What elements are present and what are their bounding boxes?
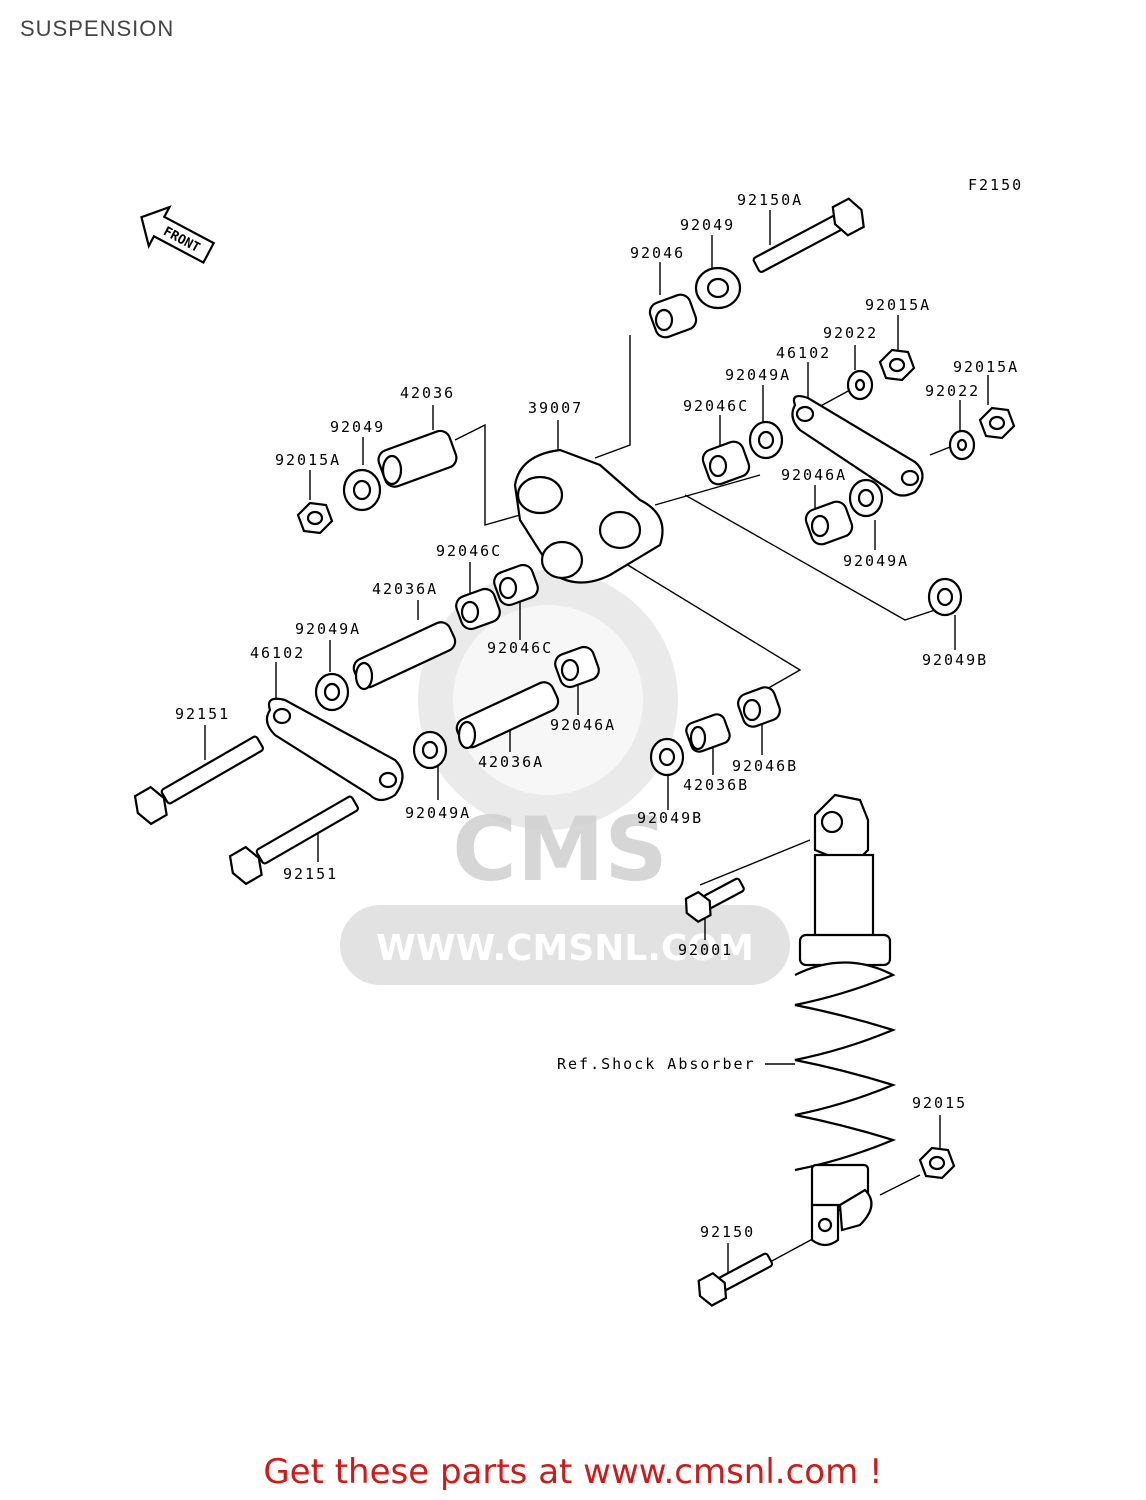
sleeve-42036A-1 xyxy=(352,621,457,691)
label-92046A-r: 92046A xyxy=(781,466,847,484)
watermark-brand: CMS xyxy=(452,798,668,901)
rocker-arm-39007 xyxy=(513,448,664,584)
sleeve-42036B xyxy=(685,713,731,753)
sleeve-42036 xyxy=(377,429,458,488)
label-92049-top: 92049 xyxy=(680,216,735,234)
bearing-92046C-r xyxy=(701,440,751,486)
page-title: SUSPENSION xyxy=(20,16,175,41)
bearing-92046B xyxy=(737,686,781,728)
label-92015: 92015 xyxy=(912,1094,967,1112)
bolt-92151-1 xyxy=(133,735,264,826)
nut-92015A-l xyxy=(296,501,334,535)
bearing-92046-top xyxy=(648,293,698,339)
label-92049A-l2: 92049A xyxy=(405,804,471,822)
part-labels: 92150A 92049 92046 92015A 92022 46102 92… xyxy=(175,191,1019,1241)
front-direction-arrow: FRONT xyxy=(140,205,216,265)
label-39007: 39007 xyxy=(528,399,583,417)
sleeve-42036A-2 xyxy=(455,681,560,750)
shock-absorber xyxy=(794,793,897,1247)
bearing-92046C-c1 xyxy=(455,587,501,631)
label-92022-r2: 92022 xyxy=(925,382,980,400)
label-46102-r: 46102 xyxy=(776,344,831,362)
label-42036: 42036 xyxy=(400,384,455,402)
bearing-92046A-r xyxy=(804,500,854,546)
label-46102-l: 46102 xyxy=(250,644,305,662)
label-92049B-r: 92049B xyxy=(922,651,988,669)
label-92046C-c1: 92046C xyxy=(436,542,502,560)
label-92046C-r: 92046C xyxy=(683,397,749,415)
washer-92049A-r2 xyxy=(848,478,884,518)
washer-92049B-b xyxy=(649,737,685,777)
bolt-92150 xyxy=(697,1252,774,1307)
nut-92015A-r1 xyxy=(878,348,916,382)
leader-lines xyxy=(204,210,989,1275)
label-92046B: 92046B xyxy=(732,757,798,775)
label-92015A-r2: 92015A xyxy=(953,358,1019,376)
label-92049A-r2: 92049A xyxy=(843,552,909,570)
label-92046C-c2: 92046C xyxy=(487,639,553,657)
nut-92015A-r2 xyxy=(978,406,1016,440)
label-42036B: 42036B xyxy=(683,776,749,794)
bolt-92001 xyxy=(684,877,745,923)
washer-92022-r2 xyxy=(948,429,976,461)
washer-92049B-r xyxy=(927,577,963,617)
label-92001: 92001 xyxy=(678,941,733,959)
label-92022-r1: 92022 xyxy=(823,324,878,342)
bolt-92151-2 xyxy=(228,795,359,886)
link-plate-46102-l xyxy=(265,697,404,802)
suspension-exploded-diagram: CMS WWW.CMSNL.COM F2150 FRONT xyxy=(133,176,1023,1307)
label-92151-1: 92151 xyxy=(175,705,230,723)
washer-92022-r1 xyxy=(846,369,874,401)
label-92015A-r1: 92015A xyxy=(865,296,931,314)
label-92049A-r1: 92049A xyxy=(725,366,791,384)
washer-92049A-l2 xyxy=(412,730,448,770)
watermark-url: WWW.CMSNL.COM xyxy=(376,928,754,969)
washer-92049A-r1 xyxy=(748,420,784,460)
label-92049B-b: 92049B xyxy=(637,809,703,827)
label-92151-2: 92151 xyxy=(283,865,338,883)
label-92015A-l: 92015A xyxy=(275,451,341,469)
nut-92015 xyxy=(918,1146,956,1180)
bearing-92046C-c2 xyxy=(493,563,539,607)
figure-code: F2150 xyxy=(968,176,1023,194)
bearing-92046A-c xyxy=(554,645,600,689)
label-92046A-c: 92046A xyxy=(550,716,616,734)
label-42036A-2: 42036A xyxy=(478,753,544,771)
label-92049-l: 92049 xyxy=(330,418,385,436)
bolt-92150A xyxy=(752,197,865,273)
link-plate-46102-r xyxy=(791,395,924,497)
washer-92049-l xyxy=(342,468,382,512)
washer-92049A-l1 xyxy=(314,672,350,712)
label-92150: 92150 xyxy=(700,1223,755,1241)
label-92049A-l1: 92049A xyxy=(295,620,361,638)
label-92046-top: 92046 xyxy=(630,244,685,262)
footer-promo: Get these parts at www.cmsnl.com ! xyxy=(263,1452,883,1492)
washer-92049-top xyxy=(694,266,742,310)
label-42036A-1: 42036A xyxy=(372,580,438,598)
label-ref-shock-absorber: Ref.Shock Absorber xyxy=(557,1055,756,1073)
label-92150A: 92150A xyxy=(737,191,803,209)
